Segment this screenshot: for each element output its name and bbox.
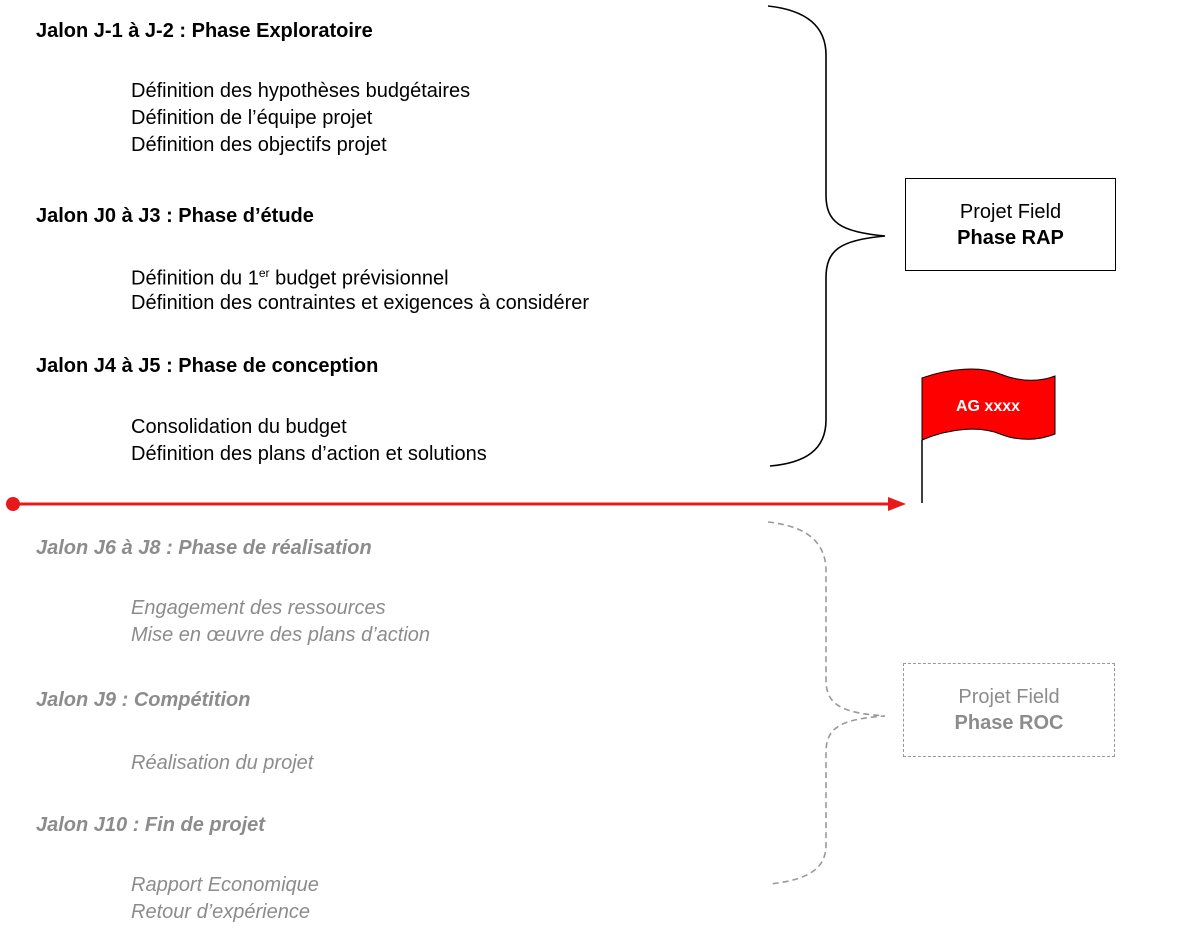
- competition-heading: Jalon J9 : Compétition: [36, 689, 251, 711]
- list-item: Retour d’expérience: [131, 901, 310, 923]
- list-item: Définition du 1er budget prévisionnel: [131, 266, 449, 290]
- milestone-flag: [921, 368, 1056, 503]
- phase-exploratoire-heading: Jalon J-1 à J-2 : Phase Exploratoire: [36, 20, 373, 42]
- list-item: Consolidation du budget: [131, 416, 347, 438]
- flag-label: AG xxxx: [955, 398, 1021, 415]
- phase-conception-heading: Jalon J4 à J5 : Phase de conception: [36, 355, 379, 377]
- list-item: Définition des hypothèses budgétaires: [131, 80, 471, 102]
- list-item: Définition des plans d’action et solutio…: [131, 443, 487, 465]
- list-item: Réalisation du projet: [131, 752, 314, 774]
- phase-realisation-heading: Jalon J6 à J8 : Phase de réalisation: [36, 537, 372, 559]
- box-rap-line1: Projet Field: [959, 200, 1062, 223]
- list-item: Mise en œuvre des plans d’action: [131, 624, 431, 646]
- list-item: Rapport Economique: [131, 874, 319, 896]
- roc-brace: [767, 521, 886, 885]
- list-item: Engagement des ressources: [131, 597, 386, 619]
- list-item: Définition de l’équipe projet: [131, 107, 373, 129]
- fin-projet-heading: Jalon J10 : Fin de projet: [36, 814, 265, 836]
- list-item: Définition des objectifs projet: [131, 134, 387, 156]
- phase-etude-heading: Jalon J0 à J3 : Phase d’étude: [36, 205, 314, 227]
- rap-brace: [767, 5, 886, 467]
- phase-roc-box: Projet Field Phase ROC: [903, 663, 1115, 757]
- box-roc-line2: Phase ROC: [954, 712, 1064, 734]
- box-rap-line2: Phase RAP: [957, 226, 1064, 249]
- timeline-arrow: [6, 497, 906, 511]
- list-item: Définition des contraintes et exigences …: [131, 292, 590, 314]
- box-roc-line1: Projet Field: [958, 686, 1060, 708]
- phase-rap-box: Projet Field Phase RAP: [905, 178, 1116, 271]
